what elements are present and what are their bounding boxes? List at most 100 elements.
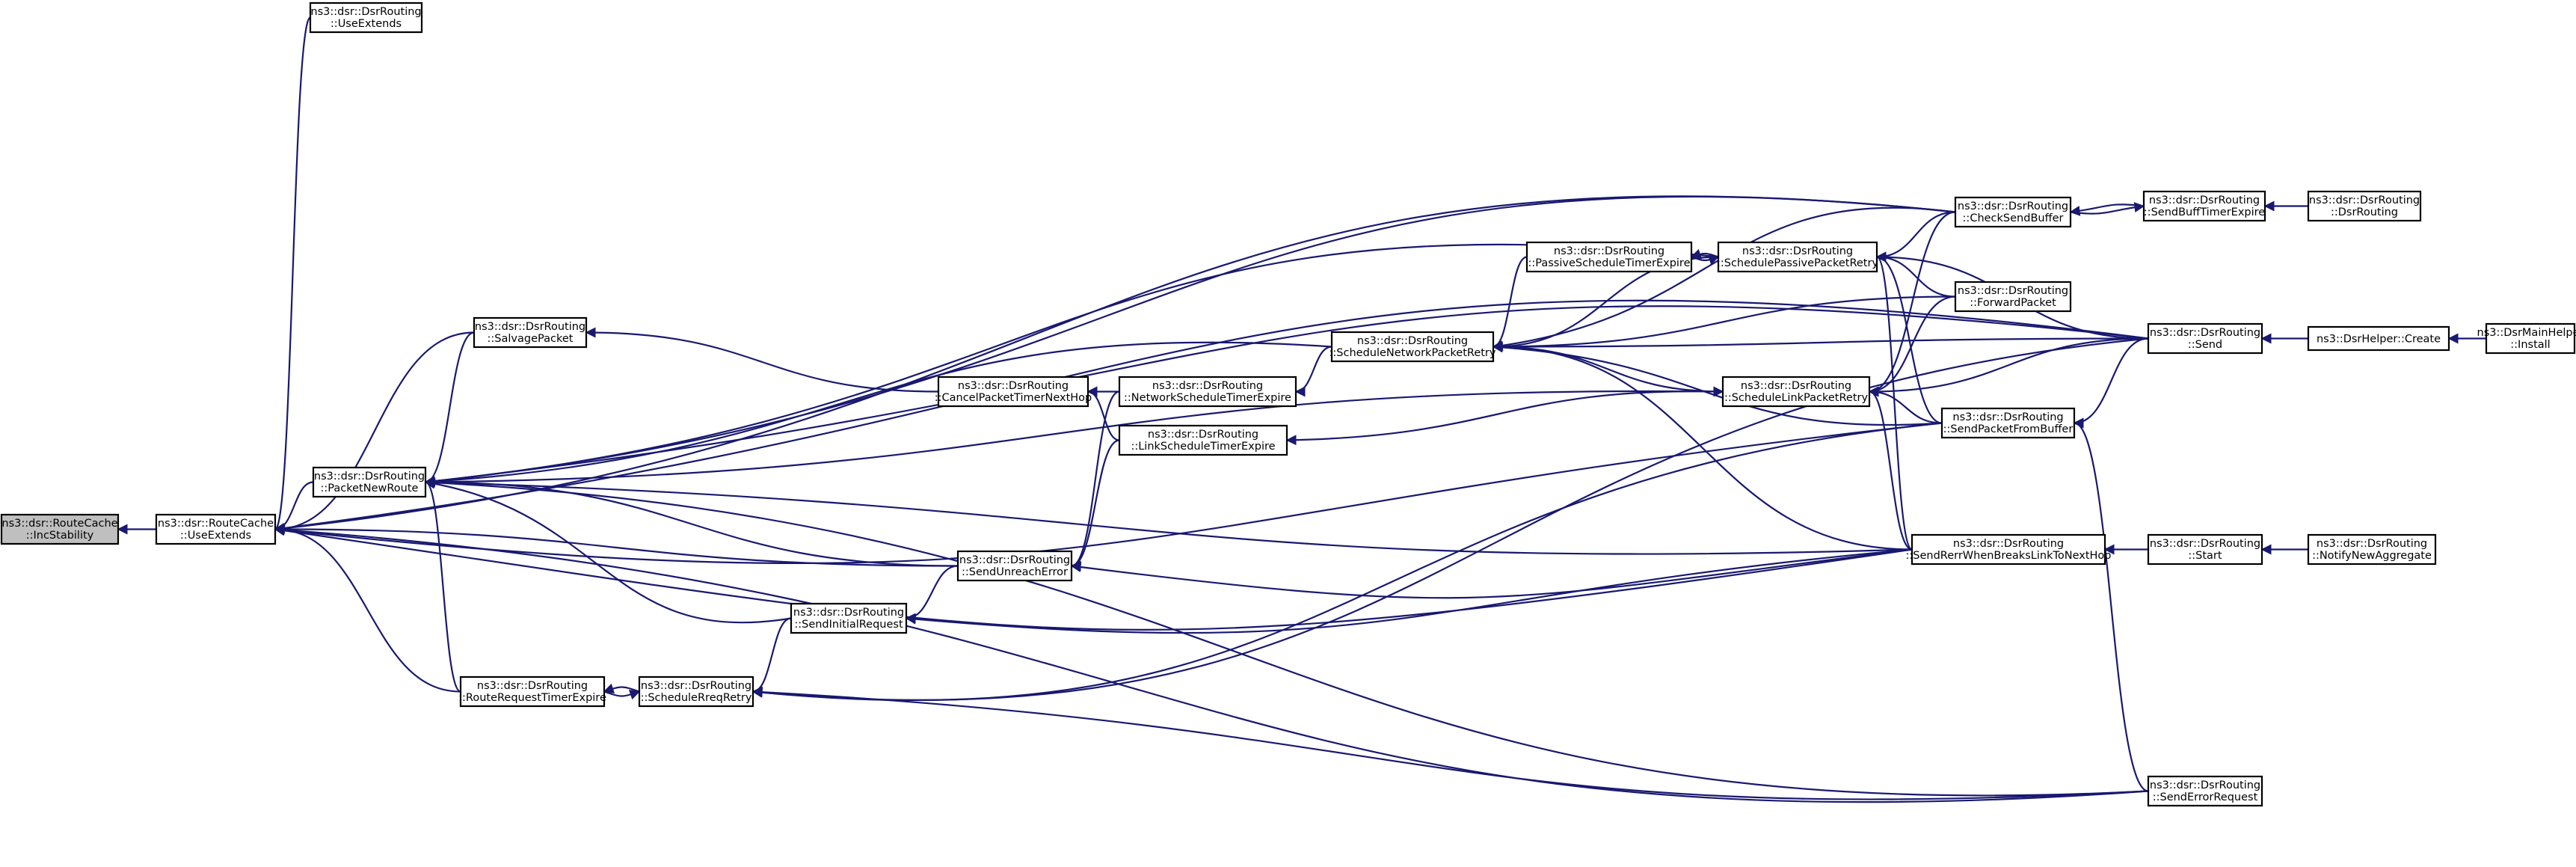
node-label-line: ::UseExtends bbox=[331, 18, 402, 30]
node-box bbox=[312, 466, 427, 498]
node-label-line: ns3::dsr::DsrRouting bbox=[2150, 538, 2260, 550]
node-send[interactable]: ns3::dsr::DsrRouting::Send bbox=[2147, 322, 2263, 355]
node-salv[interactable]: ns3::dsr::DsrRouting::SalvagePacket bbox=[473, 316, 588, 349]
node-sue[interactable]: ns3::dsr::DsrRouting::SendUnreachError bbox=[956, 550, 1073, 582]
edge-srwb-to-sue bbox=[1070, 548, 1913, 599]
node-box bbox=[956, 550, 1073, 582]
node-srr[interactable]: ns3::dsr::DsrRouting::ScheduleRreqRetry bbox=[638, 675, 754, 708]
node-label-line: ns3::dsr::DsrRouting bbox=[1952, 411, 2063, 423]
node-box bbox=[473, 316, 588, 349]
node-nste[interactable]: ns3::dsr::DsrRouting::NetworkScheduleTim… bbox=[1118, 376, 1297, 408]
edge-fwd-to-snpr bbox=[1492, 295, 1956, 352]
edge-srwb-to-sppr bbox=[1875, 251, 1913, 551]
edge-spfb-to-snpr bbox=[1492, 342, 1943, 426]
edge-nste-to-sue bbox=[1070, 390, 1120, 572]
edge-spfb-to-srr bbox=[751, 422, 1943, 702]
node-layer: ns3::dsr::RouteCache::IncStabilityns3::d… bbox=[0, 1, 2576, 807]
edge-sue-to-pnr bbox=[424, 477, 959, 567]
node-cue[interactable]: ns3::dsr::RouteCache::UseExtends bbox=[155, 513, 277, 545]
edge-csb-to-pnr bbox=[424, 195, 1956, 487]
node-install[interactable]: ns3::DsrMainHelper::Install bbox=[2477, 322, 2576, 355]
node-box bbox=[937, 376, 1089, 408]
node-sbte[interactable]: ns3::dsr::DsrRouting::SendBuffTimerExpir… bbox=[2142, 190, 2266, 222]
node-box bbox=[1330, 331, 1495, 363]
edge-sir-to-srr bbox=[751, 617, 792, 697]
edge-layer bbox=[117, 16, 2486, 803]
node-lste[interactable]: ns3::dsr::DsrRouting::LinkScheduleTimerE… bbox=[1118, 424, 1288, 456]
edge-snpr-to-slpr bbox=[1493, 346, 1724, 397]
edge-pste-to-snpr bbox=[1492, 256, 1528, 352]
node-label-line: ::SchedulePassivePacketRetry bbox=[1717, 257, 1878, 269]
node-label-line: ::NetworkScheduleTimerExpire bbox=[1124, 392, 1291, 404]
node-srwb[interactable]: ns3::dsr::DsrRouting::SendRerrWhenBreaks… bbox=[1905, 533, 2112, 566]
node-nna[interactable]: ns3::dsr::DsrRouting::NotifyNewAggregate bbox=[2307, 533, 2437, 566]
node-label-line: ::IncStability bbox=[26, 530, 94, 542]
node-snpr[interactable]: ns3::dsr::DsrRouting::ScheduleNetworkPac… bbox=[1330, 331, 1496, 363]
node-label-line: ns3::dsr::DsrRouting bbox=[310, 6, 421, 18]
node-box bbox=[2307, 533, 2437, 566]
node-inc[interactable]: ns3::dsr::RouteCache::IncStability bbox=[0, 513, 120, 545]
edge-csb-to-snpr bbox=[1492, 206, 1956, 351]
node-label-line: ::CheckSendBuffer bbox=[1963, 212, 2064, 224]
node-box bbox=[155, 513, 277, 545]
node-pnr[interactable]: ns3::dsr::DsrRouting::PacketNewRoute bbox=[312, 466, 427, 498]
node-label-line: ::ScheduleRreqRetry bbox=[641, 692, 752, 704]
edge-spfb-to-sppr bbox=[1875, 251, 1943, 424]
edge-sue-to-sir bbox=[905, 565, 959, 624]
node-sppr[interactable]: ns3::dsr::DsrRouting::SchedulePassivePac… bbox=[1717, 241, 1878, 273]
node-box bbox=[1940, 407, 2076, 439]
edge-send-to-cue bbox=[274, 299, 2149, 533]
edge-srwb-to-sir bbox=[905, 548, 1913, 634]
edge-send-to-slpr bbox=[1868, 337, 2149, 397]
node-box bbox=[459, 675, 606, 708]
node-rrte[interactable]: ns3::dsr::DsrRouting::RouteRequestTimerE… bbox=[458, 675, 606, 708]
node-dsr[interactable]: ns3::dsr::DsrRouting::DsrRouting bbox=[2307, 190, 2422, 222]
node-box bbox=[1954, 281, 2072, 313]
node-label-line: ::PacketNewRoute bbox=[321, 482, 419, 494]
edge-rrte-to-srr bbox=[603, 689, 641, 700]
node-label-line: ::SendRerrWhenBreaksLinkToNextHop bbox=[1905, 550, 2111, 562]
edge-pste-to-sppr bbox=[1691, 254, 1720, 266]
node-sir[interactable]: ns3::dsr::DsrRouting::SendInitialRequest bbox=[790, 602, 908, 634]
node-label-line: ::SalvagePacket bbox=[488, 333, 574, 345]
node-start[interactable]: ns3::dsr::DsrRouting::Start bbox=[2147, 533, 2263, 566]
node-label-line: ns3::dsr::DsrRouting bbox=[314, 471, 425, 482]
edge-srwb-to-pnr bbox=[424, 477, 1913, 555]
node-cptnh[interactable]: ns3::dsr::DsrRouting::CancelPacketTimerN… bbox=[935, 376, 1092, 408]
node-label-line: ns3::dsr::DsrRouting bbox=[1958, 285, 2068, 297]
node-csb[interactable]: ns3::dsr::DsrRouting::CheckSendBuffer bbox=[1954, 196, 2072, 228]
node-rue[interactable]: ns3::dsr::DsrRouting::UseExtends bbox=[309, 1, 423, 34]
node-fwd[interactable]: ns3::dsr::DsrRouting::ForwardPacket bbox=[1954, 281, 2072, 313]
node-box bbox=[2485, 322, 2576, 355]
edge-ser-to-cue bbox=[274, 524, 2149, 803]
node-ser[interactable]: ns3::dsr::DsrRouting::SendErrorRequest bbox=[2147, 775, 2263, 807]
edge-lste-to-sue bbox=[1070, 439, 1120, 572]
node-label-line: ns3::DsrHelper::Create bbox=[2317, 334, 2441, 346]
edge-send-to-pnr bbox=[424, 305, 2149, 487]
node-label-line: ::NotifyNewAggregate bbox=[2312, 550, 2432, 562]
node-box bbox=[2142, 190, 2266, 222]
node-label-line: ::LinkScheduleTimerExpire bbox=[1131, 441, 1275, 453]
node-label-line: ::Start bbox=[2188, 550, 2222, 562]
edge-csb-to-sbte bbox=[2070, 202, 2145, 215]
node-label-line: ::SendInitialRequest bbox=[794, 619, 903, 631]
node-label-line: ns3::dsr::DsrRouting bbox=[477, 680, 588, 692]
edge-fwd-to-slpr bbox=[1868, 295, 1956, 397]
node-label-line: ns3::dsr::DsrRouting bbox=[2149, 194, 2260, 206]
node-label-line: ns3::dsr::DsrRouting bbox=[475, 321, 585, 333]
node-label-line: ns3::dsr::DsrRouting bbox=[641, 680, 751, 692]
node-spfb[interactable]: ns3::dsr::DsrRouting::SendPacketFromBuff… bbox=[1940, 407, 2076, 439]
edge-ser-to-srr bbox=[751, 687, 2149, 800]
node-create[interactable]: ns3::DsrHelper::Create bbox=[2307, 325, 2450, 352]
edge-lste-to-cptnh bbox=[1086, 386, 1120, 441]
node-label-line: ns3::dsr::DsrRouting bbox=[1357, 335, 1468, 347]
edge-ser-to-pnr bbox=[424, 477, 2149, 797]
edge-cptnh-to-salv bbox=[585, 327, 939, 393]
node-pste[interactable]: ns3::dsr::DsrRouting::PassiveScheduleTim… bbox=[1525, 241, 1693, 273]
node-label-line: ns3::dsr::DsrRouting bbox=[1554, 245, 1664, 257]
node-slpr[interactable]: ns3::dsr::DsrRouting::ScheduleLinkPacket… bbox=[1721, 376, 1871, 408]
node-label-line: ::SendPacketFromBuffer bbox=[1943, 423, 2074, 435]
node-label-line: ns3::dsr::DsrRouting bbox=[958, 380, 1069, 392]
node-label-line: ns3::dsr::DsrRouting bbox=[959, 554, 1070, 566]
